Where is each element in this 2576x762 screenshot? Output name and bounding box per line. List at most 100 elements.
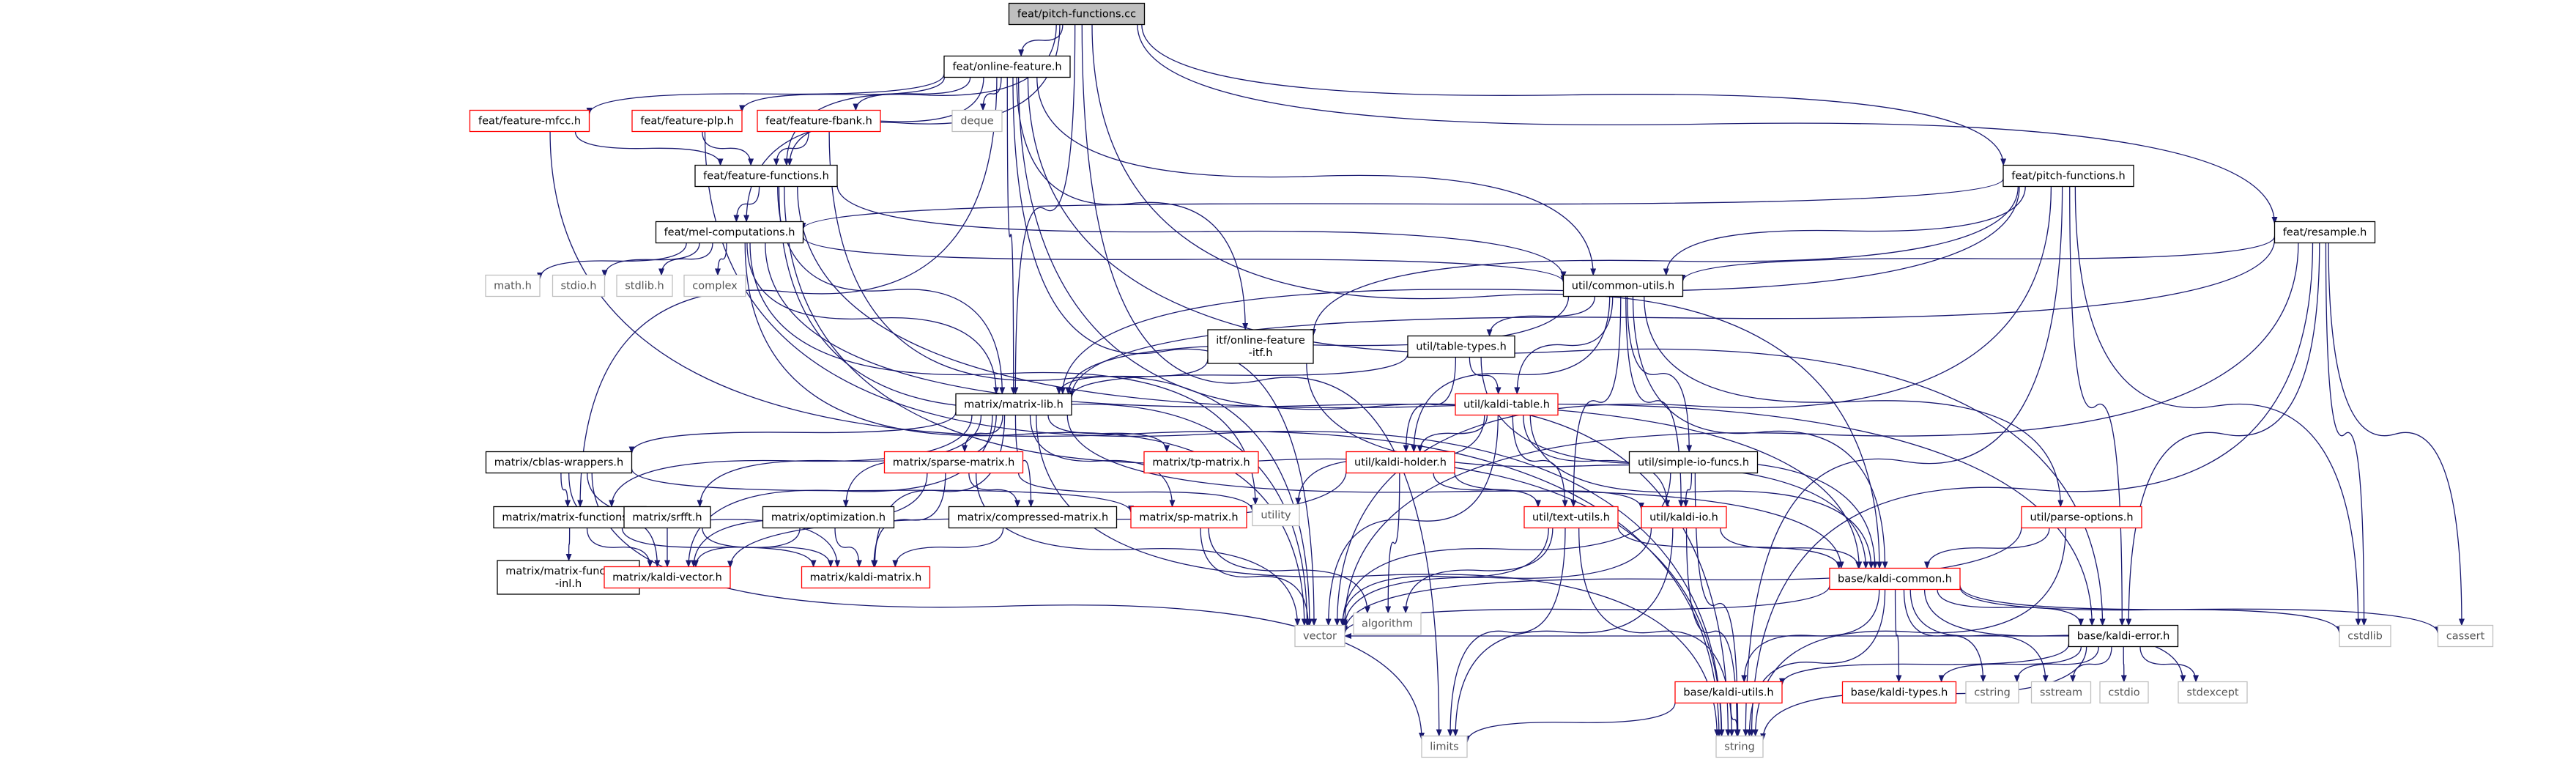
node-vector: vector xyxy=(1294,624,1345,648)
node-label-kaldi-error: base/kaldi-error.h xyxy=(2077,631,2170,643)
edge-common-utils-to-simple-io xyxy=(1627,296,1693,453)
node-text-utils[interactable]: util/text-utils.h xyxy=(1523,506,1619,529)
node-matrix-lib[interactable]: matrix/matrix-lib.h xyxy=(955,393,1072,416)
node-cblas[interactable]: matrix/cblas-wrappers.h xyxy=(485,451,633,474)
node-box-deque xyxy=(951,109,1003,133)
node-label-itf: itf/online-feature xyxy=(1216,335,1305,347)
node-label-matrix-functions: matrix/matrix-functions.h xyxy=(502,512,637,524)
node-feature-plp[interactable]: feat/feature-plp.h xyxy=(631,109,743,133)
node-label-cassert: cassert xyxy=(2446,631,2485,643)
edge-pitch-functions-to-itf xyxy=(1310,186,2019,336)
edge-text-utils-to-limits xyxy=(1447,528,1566,737)
edge-cblas-to-kaldi-matrix xyxy=(587,473,841,568)
node-label-sparse: matrix/sparse-matrix.h xyxy=(893,457,1015,469)
edge-online-feature-to-feature-fbank xyxy=(853,77,971,111)
node-label-vector: vector xyxy=(1303,631,1337,643)
node-box-mel xyxy=(655,221,804,244)
node-kaldi-utils[interactable]: base/kaldi-utils.h xyxy=(1674,681,1783,704)
edge-root-to-feature-functions xyxy=(783,24,1057,166)
edge-kaldi-common-to-cassert xyxy=(1959,585,2441,635)
node-tp[interactable]: matrix/tp-matrix.h xyxy=(1143,451,1259,474)
edge-kaldi-holder-to-algorithm xyxy=(1385,473,1400,614)
edge-kaldi-io-to-kaldi-common xyxy=(1720,528,1862,569)
node-resample[interactable]: feat/resample.h xyxy=(2274,221,2376,244)
node-kaldi-common[interactable]: base/kaldi-common.h xyxy=(1829,567,1961,591)
edge-text-utils-to-kaldi-common xyxy=(1617,526,1842,569)
node-matrix-functions[interactable]: matrix/matrix-functions.h xyxy=(493,506,647,529)
edge-cblas-to-limits xyxy=(591,473,1425,741)
edge-resample-to-vector xyxy=(1342,243,2299,627)
edge-common-utils-to-table-types xyxy=(1486,296,1596,337)
node-kaldi-matrix[interactable]: matrix/kaldi-matrix.h xyxy=(801,566,931,589)
node-kaldi-vector[interactable]: matrix/kaldi-vector.h xyxy=(604,566,731,589)
node-box-kaldi-error xyxy=(2068,624,2179,648)
node-label-table-types: util/table-types.h xyxy=(1416,341,1507,353)
node-kaldi-error[interactable]: base/kaldi-error.h xyxy=(2068,624,2179,648)
node-feature-functions[interactable]: feat/feature-functions.h xyxy=(694,164,838,188)
node-pitch-functions[interactable]: feat/pitch-functions.h xyxy=(2002,164,2134,188)
node-stdio: stdio.h xyxy=(552,274,606,297)
edge-kaldi-error-to-kaldi-types xyxy=(1938,646,2082,683)
node-mel[interactable]: feat/mel-computations.h xyxy=(655,221,804,244)
node-root[interactable]: feat/pitch-functions.cc xyxy=(1008,2,1146,26)
node-feature-fbank[interactable]: feat/feature-fbank.h xyxy=(757,109,881,133)
edge-cblas-to-sp xyxy=(631,468,1134,514)
node-box-table-types xyxy=(1407,335,1515,358)
node-parse-options[interactable]: util/parse-options.h xyxy=(2021,506,2142,529)
edge-matrix-lib-to-matrix-functions xyxy=(609,415,973,508)
edge-pitch-functions-to-matrix-lib xyxy=(1059,186,2020,395)
edge-resample-to-matrix-lib xyxy=(1069,238,2276,398)
node-srfft[interactable]: matrix/srfft.h xyxy=(623,506,711,529)
node-box-kaldi-holder xyxy=(1345,451,1455,474)
edge-sparse-to-utility xyxy=(1017,473,1255,512)
node-kaldi-io[interactable]: util/kaldi-io.h xyxy=(1641,506,1727,529)
node-kaldi-types[interactable]: base/kaldi-types.h xyxy=(1841,681,1957,704)
node-simple-io[interactable]: util/simple-io-funcs.h xyxy=(1628,451,1759,474)
node-kaldi-table[interactable]: util/kaldi-table.h xyxy=(1455,393,1559,416)
node-label-cstdlib: cstdlib xyxy=(2347,631,2383,643)
edge-mel-to-matrix-lib xyxy=(746,243,1000,395)
edge-matrix-functions-to-mf-inl xyxy=(565,528,572,561)
edge-kaldi-common-to-string xyxy=(1746,589,1886,737)
node-box-sstream xyxy=(2030,681,2092,704)
edge-root-to-pitch-functions xyxy=(1141,24,2007,166)
node-itf[interactable]: itf/online-feature-itf.h xyxy=(1207,329,1314,364)
node-box-feature-fbank xyxy=(757,109,881,133)
node-label-optimization: matrix/optimization.h xyxy=(771,512,886,524)
edge-feature-fbank-to-vector xyxy=(828,131,1313,626)
node-box-common-utils xyxy=(1562,274,1684,297)
edge-table-types-to-matrix-lib xyxy=(1069,353,1408,398)
node-sp[interactable]: matrix/sp-matrix.h xyxy=(1130,506,1247,529)
edge-kaldi-error-to-cstdio xyxy=(2120,646,2127,683)
node-label-stdlib: stdlib.h xyxy=(625,281,664,292)
node-sparse[interactable]: matrix/sparse-matrix.h xyxy=(883,451,1024,474)
node-box-root xyxy=(1008,2,1146,26)
node-common-utils[interactable]: util/common-utils.h xyxy=(1562,274,1684,297)
edge-online-feature-to-feature-functions xyxy=(787,77,984,166)
node-box-kaldi-vector xyxy=(604,566,731,589)
edge-common-utils-to-text-utils xyxy=(1570,296,1622,508)
node-label-string: string xyxy=(1724,741,1755,753)
edge-online-feature-to-itf xyxy=(1016,77,1249,330)
edge-root-to-resample xyxy=(1137,24,2278,225)
node-compressed[interactable]: matrix/compressed-matrix.h xyxy=(948,506,1118,529)
edge-mel-to-complex xyxy=(714,243,727,276)
node-online-feature[interactable]: feat/online-feature.h xyxy=(943,55,1071,78)
node-box-vector xyxy=(1294,624,1345,648)
node-label-feature-fbank: feat/feature-fbank.h xyxy=(765,116,872,127)
edge-text-utils-to-string xyxy=(1578,528,1735,737)
node-box-stdexcept xyxy=(2178,681,2248,704)
edge-resample-to-cassert xyxy=(2328,243,2465,626)
node-kaldi-holder[interactable]: util/kaldi-holder.h xyxy=(1345,451,1455,474)
edge-sp-to-algorithm xyxy=(1208,528,1370,614)
edge-common-utils-to-matrix-lib xyxy=(1065,296,1570,395)
edge-pitch-functions-to-vector xyxy=(1334,186,2052,626)
node-table-types[interactable]: util/table-types.h xyxy=(1407,335,1515,358)
node-optimization[interactable]: matrix/optimization.h xyxy=(762,506,895,529)
node-box-online-feature xyxy=(943,55,1071,78)
node-mf-inl[interactable]: matrix/matrix-functions-inl.h xyxy=(497,560,640,595)
edge-common-utils-to-parse-options xyxy=(1644,296,2064,508)
edge-feature-functions-to-common-utils xyxy=(836,185,1567,279)
node-box-parse-options xyxy=(2021,506,2142,529)
node-feature-mfcc[interactable]: feat/feature-mfcc.h xyxy=(469,109,590,133)
